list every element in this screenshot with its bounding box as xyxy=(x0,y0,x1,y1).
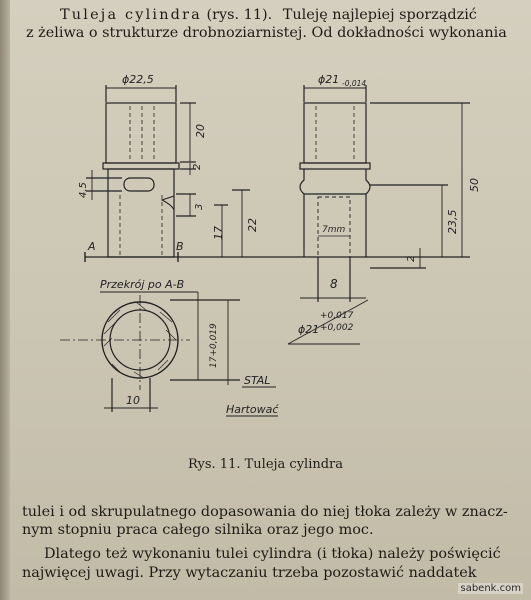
paragraph-line-5: Dlatego też wykonaniu tulei cylindra (i … xyxy=(44,546,501,562)
dim-2a: 2 xyxy=(192,164,203,170)
dim-10: 10 xyxy=(126,394,140,407)
technical-drawing: ϕ22,5 ϕ21 -0,014 20 2 3 4,5 17 22 50 23,… xyxy=(60,73,481,417)
dim-section-d: 17+0,019 xyxy=(209,323,219,368)
paragraph-line-3: tulei i od skrupulatnego dopasowania do … xyxy=(22,504,508,520)
dim-17: 17 xyxy=(212,226,225,240)
dim-50: 50 xyxy=(468,178,481,192)
left-port-slot xyxy=(123,177,155,192)
material-label: STAL xyxy=(244,374,270,387)
right-sleeve-upper xyxy=(303,102,367,164)
right-sleeve-lower xyxy=(299,169,371,257)
heading-run-in: Tuleja cylindra xyxy=(60,7,202,23)
dim-d-right-tolerance: -0,014 xyxy=(342,79,366,88)
left-sleeve-upper xyxy=(105,102,177,164)
dim-22: 22 xyxy=(246,218,259,232)
paragraph-line-6: najwięcej uwagi. Przy wytaczaniu trzeba … xyxy=(22,565,477,581)
right-flange xyxy=(299,162,371,170)
dim-bore-tol-up: +0,017 xyxy=(320,311,354,321)
dim-3: 3 xyxy=(194,204,205,210)
sentence-start: Tuleję najlepiej sporządzić xyxy=(282,7,477,23)
dim-4-5: 4,5 xyxy=(78,182,89,198)
left-sleeve-lower xyxy=(107,168,175,258)
dim-23-5: 23,5 xyxy=(446,210,459,235)
figure-caption: Rys. 11. Tuleja cylindra xyxy=(187,457,344,472)
dim-d-left: ϕ22,5 xyxy=(122,73,154,86)
hardening-label: Hartować xyxy=(226,403,279,416)
paragraph-line-4: nym stopniu praca całego silnika oraz je… xyxy=(22,522,374,538)
dim-slot-7mm: 7mm xyxy=(322,225,345,235)
dim-bore-tol-low: +0,002 xyxy=(320,323,354,333)
label-b: B xyxy=(176,240,184,253)
dim-bore-d: ϕ21 xyxy=(298,323,319,336)
paragraph-line-2: z żeliwa o strukturze drobnoziarnistej. … xyxy=(26,25,507,41)
dim-20: 20 xyxy=(194,124,207,138)
dim-d-right: ϕ21 xyxy=(318,73,339,86)
page-binding-shadow xyxy=(0,0,10,600)
left-side-port xyxy=(160,195,175,211)
watermark: sabenk.com xyxy=(458,583,523,594)
left-flange xyxy=(102,162,180,170)
figure-reference: (rys. 11). xyxy=(206,7,273,23)
dim-8: 8 xyxy=(330,277,338,291)
dim-2b: 2 xyxy=(406,256,417,262)
paragraph-line-1: Tuleja cylindra (rys. 11). Tuleję najlep… xyxy=(60,6,477,24)
section-title: Przekrój po A-B xyxy=(100,278,184,291)
right-port-slot xyxy=(317,196,351,258)
label-a: A xyxy=(87,240,96,253)
